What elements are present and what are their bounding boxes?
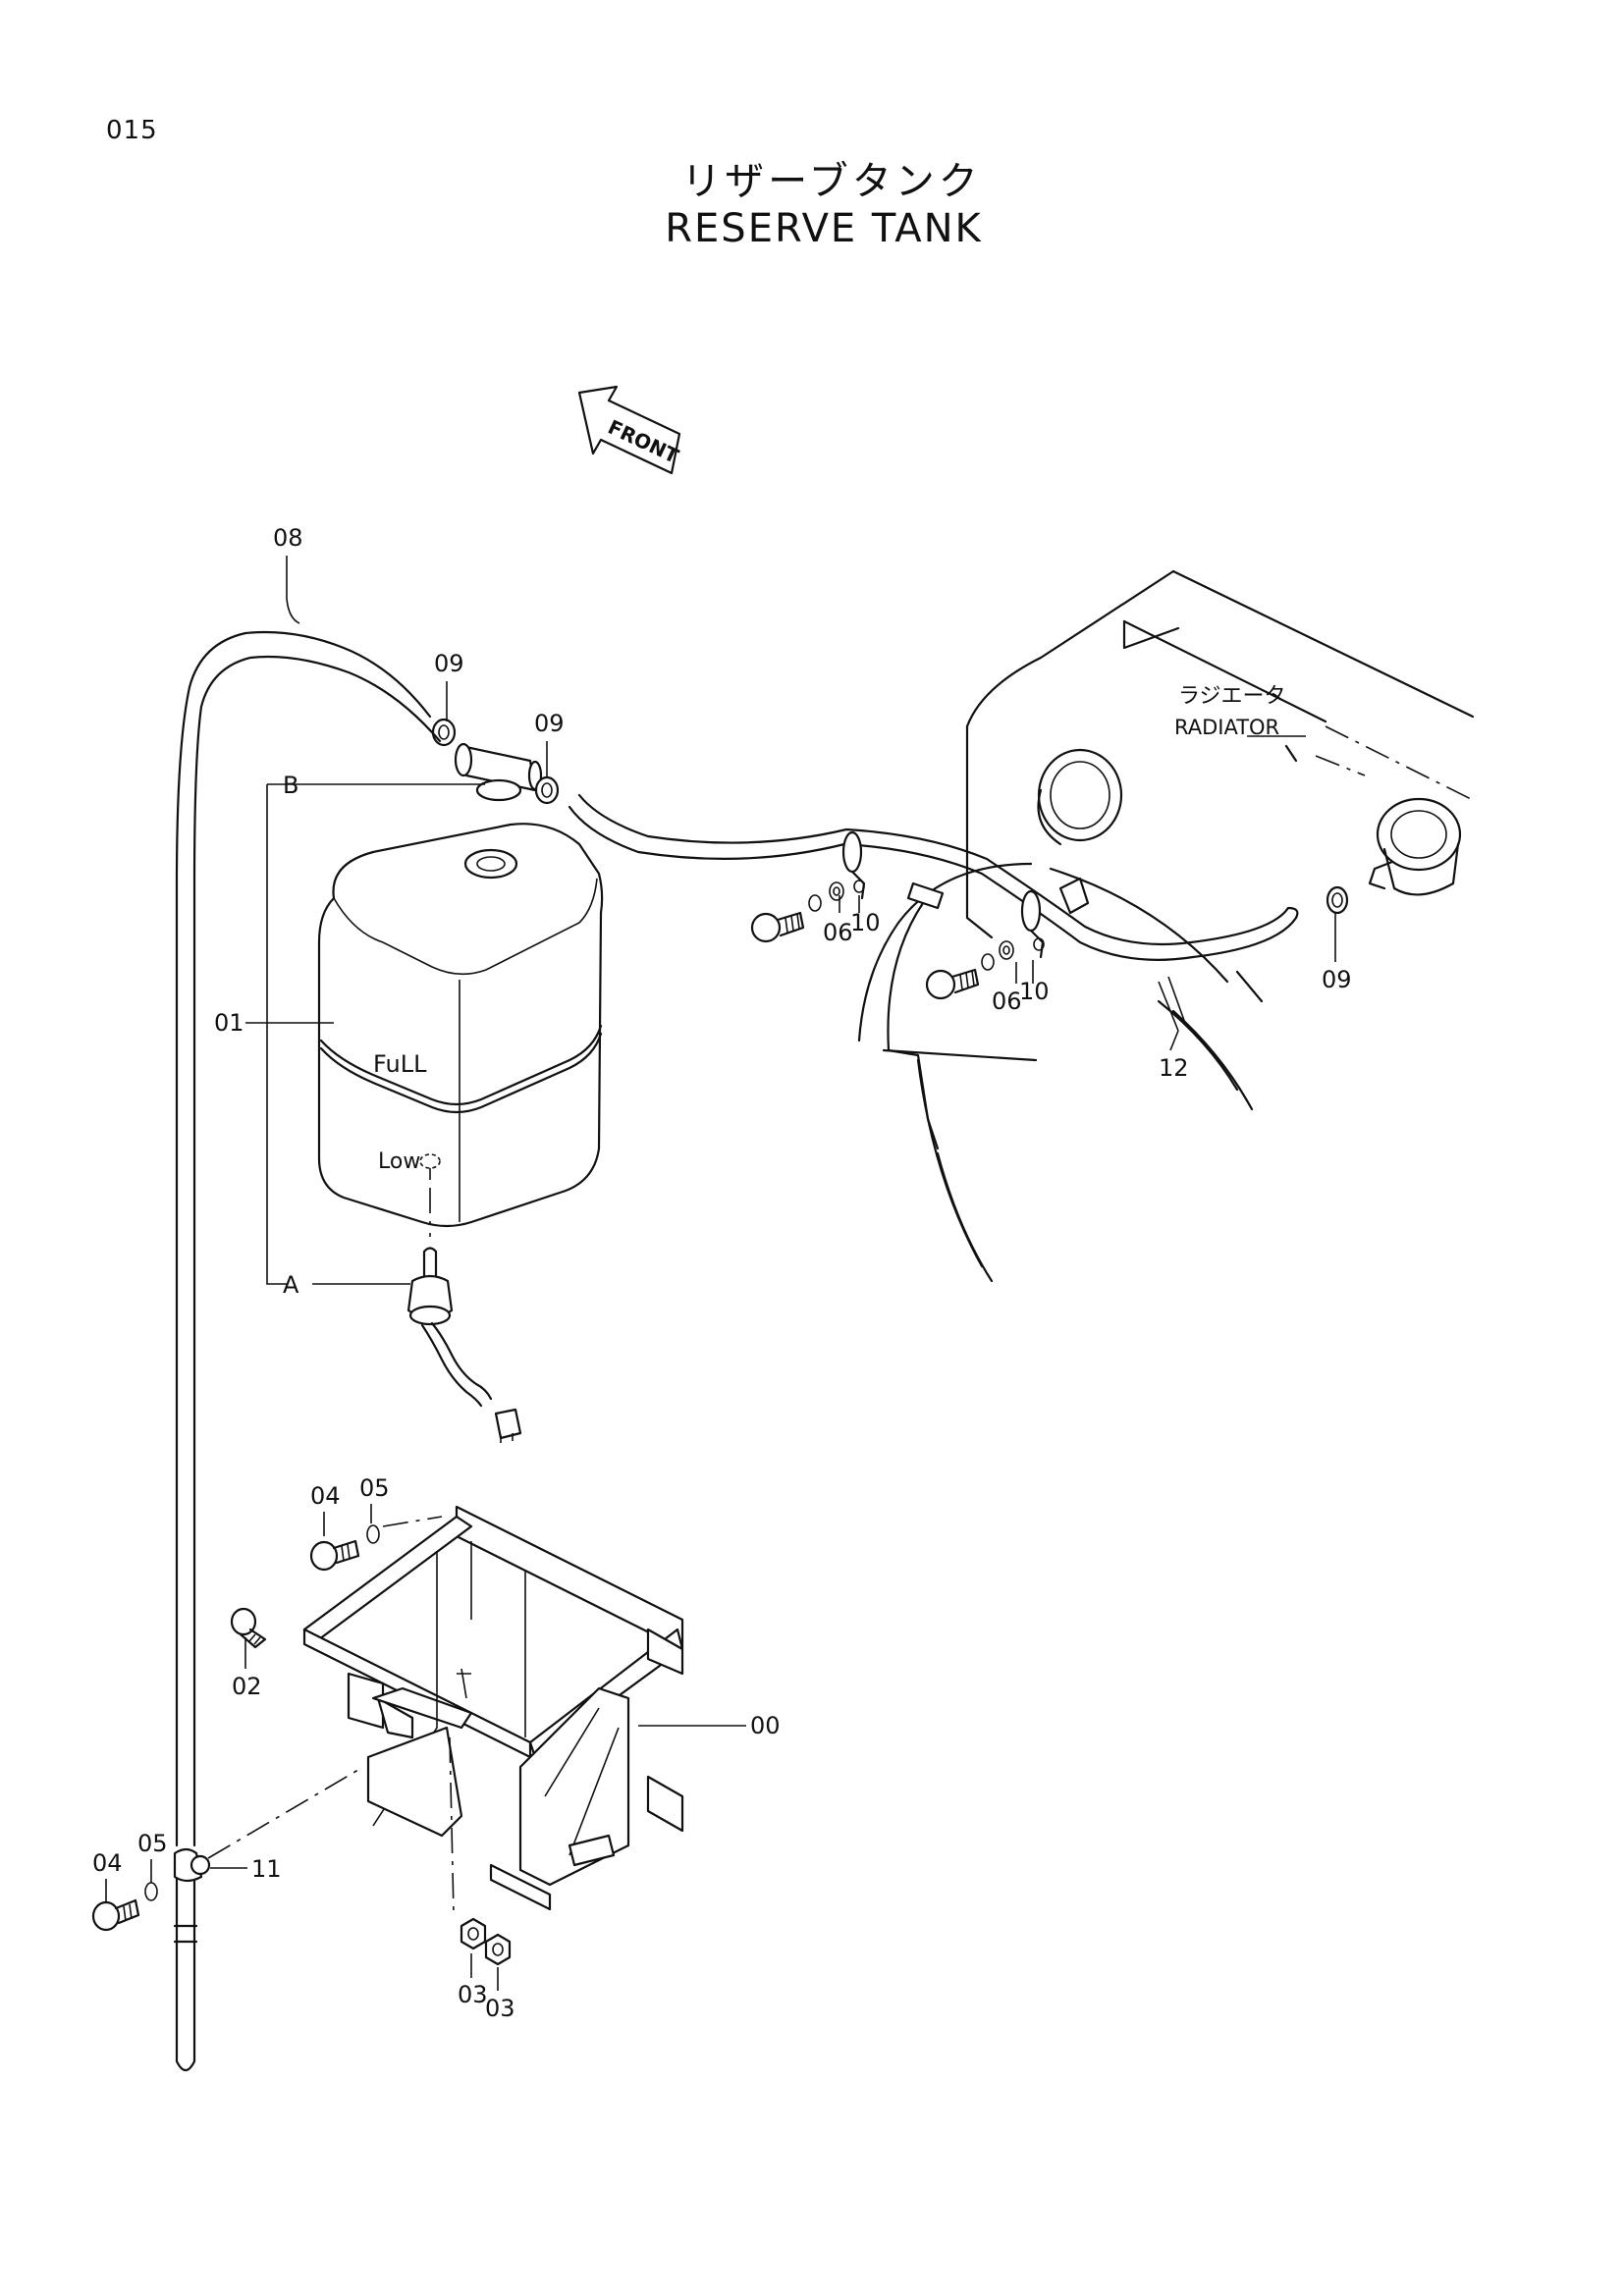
clamp-09-b bbox=[534, 775, 560, 805]
clamp-09-radiator bbox=[1326, 885, 1349, 915]
bracket-00 bbox=[302, 1505, 684, 1911]
callout-10-b: 10 bbox=[1019, 978, 1050, 1005]
title-japanese: リザーブタンク bbox=[681, 159, 982, 204]
bolt-04-lower bbox=[91, 1898, 140, 1932]
callout-A: A bbox=[283, 1271, 299, 1299]
callout-08: 08 bbox=[273, 524, 303, 552]
clamp-09-a bbox=[431, 718, 457, 747]
callout-10-a: 10 bbox=[850, 909, 881, 936]
nut-03-a bbox=[449, 1736, 487, 1950]
callout-leaders bbox=[105, 556, 1336, 1991]
radiator-drawing bbox=[857, 569, 1475, 1283]
drain-hose-08 bbox=[173, 630, 442, 2072]
callout-12: 12 bbox=[1159, 1054, 1189, 1082]
reserve-tank-01: FuLL Low bbox=[317, 823, 604, 1228]
callout-05-a: 05 bbox=[359, 1474, 390, 1502]
page-number: 015 bbox=[106, 116, 158, 145]
bolt-06-b bbox=[925, 940, 1014, 1000]
bolt-02 bbox=[230, 1607, 267, 1649]
callout-09-b: 09 bbox=[534, 710, 565, 737]
callout-11: 11 bbox=[251, 1855, 282, 1883]
callout-03-b: 03 bbox=[485, 1995, 515, 2022]
callout-00: 00 bbox=[750, 1712, 781, 1739]
low-mark-label: Low bbox=[378, 1149, 420, 1174]
title-english: RESERVE TANK bbox=[665, 206, 983, 251]
callout-04-b: 04 bbox=[92, 1849, 123, 1877]
nut-03-b bbox=[484, 1933, 512, 1966]
callout-09-a: 09 bbox=[434, 650, 464, 677]
callout-02: 02 bbox=[232, 1673, 262, 1700]
radiator-label-english: RADIATOR bbox=[1174, 716, 1279, 739]
callout-09-c: 09 bbox=[1322, 966, 1352, 993]
radiator-label-japanese: ラジエータ bbox=[1178, 684, 1286, 709]
clamp-10-b bbox=[1020, 889, 1045, 959]
washer-05-upper bbox=[366, 1516, 443, 1544]
bolt-06-a bbox=[750, 881, 844, 943]
bolt-04-upper bbox=[309, 1539, 360, 1572]
callout-01: 01 bbox=[214, 1009, 244, 1037]
clamp-11 bbox=[173, 1766, 364, 1883]
front-arrow-icon: FRONT bbox=[577, 385, 682, 475]
tee-fitting bbox=[454, 742, 543, 802]
overflow-hose-12 bbox=[568, 793, 1299, 1032]
callout-B: B bbox=[283, 772, 298, 799]
clamp-10-a bbox=[841, 830, 866, 900]
full-mark-label: FuLL bbox=[373, 1050, 427, 1078]
callout-04-a: 04 bbox=[310, 1482, 341, 1510]
callout-03-a: 03 bbox=[458, 1981, 488, 2008]
callout-labels: 08 09 09 B 01 A 06 10 06 10 09 12 05 04 … bbox=[92, 524, 1352, 2022]
callout-05-b: 05 bbox=[137, 1830, 168, 1857]
callout-06-a: 06 bbox=[823, 919, 853, 946]
callout-06-b: 06 bbox=[992, 988, 1022, 1015]
level-sensor bbox=[406, 1247, 522, 1443]
washer-05-lower bbox=[144, 1882, 158, 1901]
